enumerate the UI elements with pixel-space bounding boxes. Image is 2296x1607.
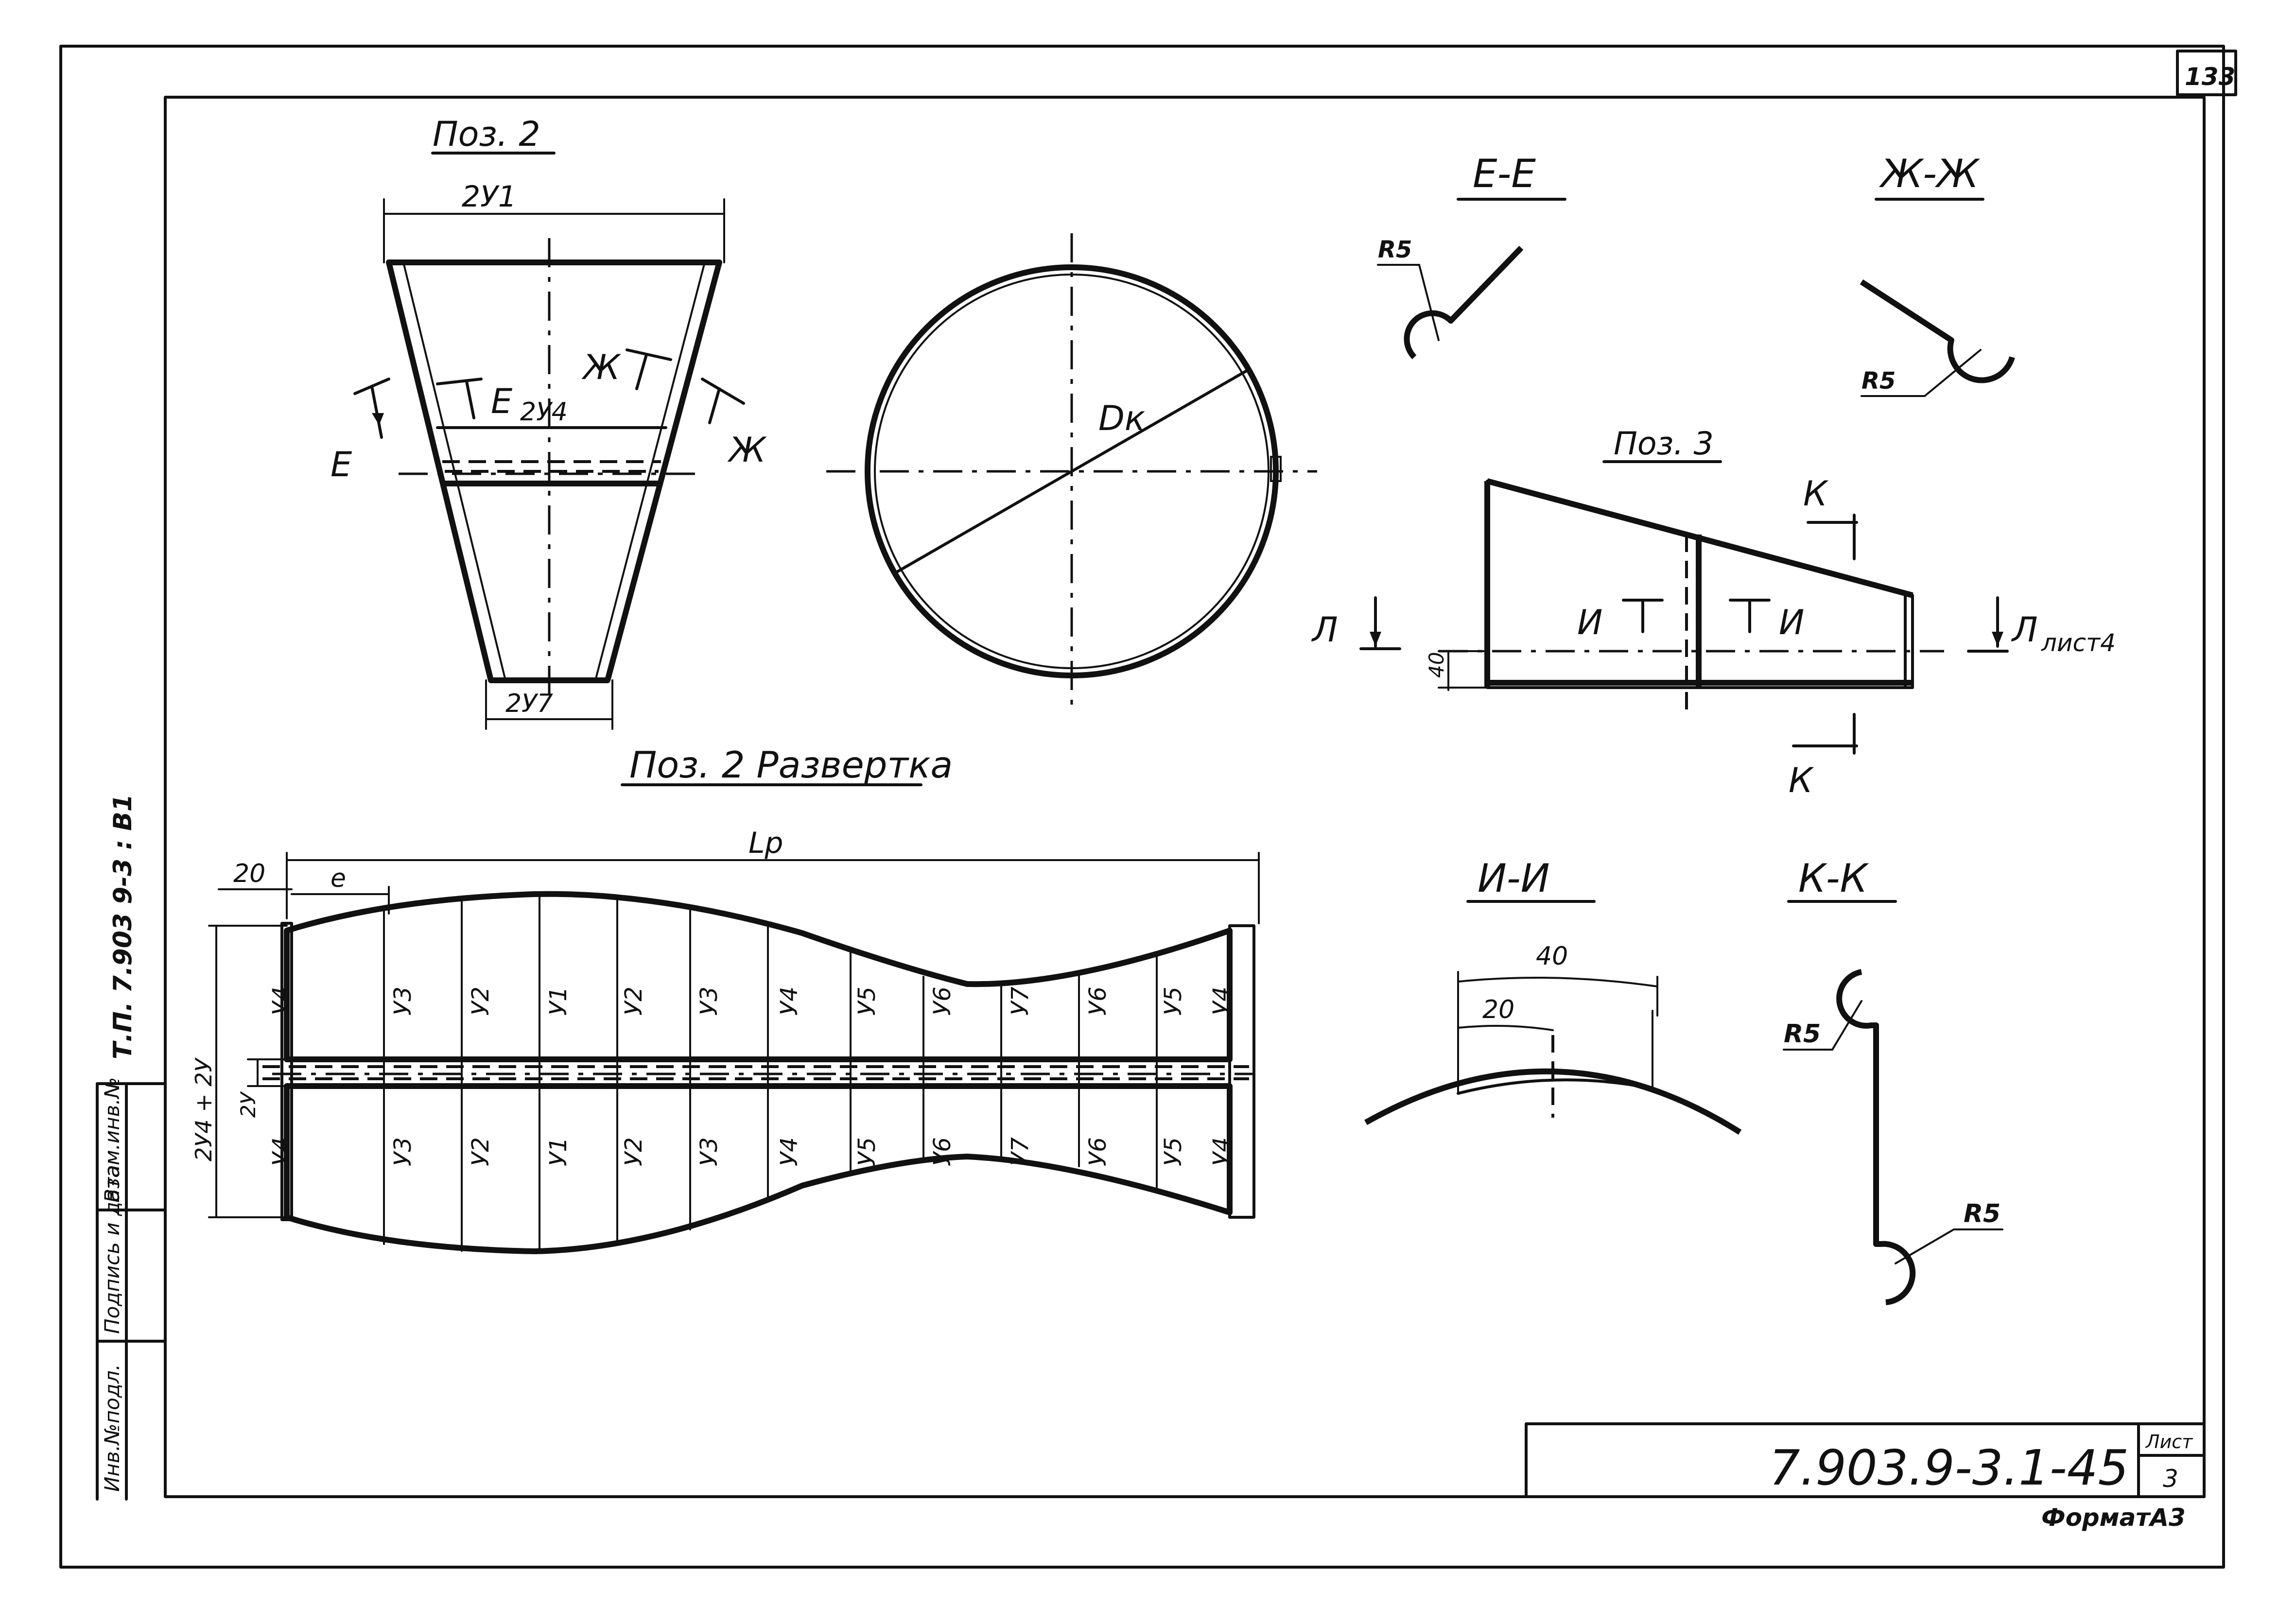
- title-block: 7.903.9-3.1-45 Лист 3 ФорматА3: [1525, 1422, 2206, 1532]
- development-station-label: У2: [620, 986, 647, 1016]
- pos3-dim-40: 40: [1425, 652, 1448, 678]
- format-label: ФорматА3: [2041, 1503, 2186, 1532]
- section-kk-radius-top: R5: [1784, 1019, 1821, 1049]
- development-station-label: У2: [467, 1137, 494, 1166]
- development-station-label: У5: [1160, 1137, 1187, 1166]
- pos2-view: Поз. 2 2У1 2У4 Е Е Ж Ж: [330, 114, 767, 730]
- development-length: Lp: [748, 826, 783, 860]
- pos3-section-k-bottom: К: [1789, 760, 1814, 800]
- pos3-section-i-left: И: [1577, 603, 1602, 642]
- pos2-section-zh-right: Ж: [727, 430, 767, 470]
- page-number-box: [2176, 50, 2237, 96]
- pos3-view: Поз. 3 40 Л Л лист4 К К И И: [1311, 426, 2116, 800]
- section-kk-radius-bottom: R5: [1964, 1199, 2000, 1228]
- side-document-code: Т.П. 7.903 9-3 : В1: [108, 794, 138, 1059]
- development-station-label: У4: [776, 1137, 803, 1166]
- circle-view: Dк: [826, 233, 1317, 709]
- pos2-bottom-dim: 2У7: [505, 689, 553, 718]
- section-ii-arc-20: 20: [1482, 995, 1514, 1024]
- sheet-number: 3: [2163, 1465, 2178, 1493]
- circle-diameter: Dк: [1098, 398, 1145, 438]
- pos3-section-l-right: Л: [2011, 610, 2038, 650]
- development-station-label: У4: [1208, 1137, 1235, 1166]
- development-view: Поз. 2 Развертка Lp 20 e 2У4 + 2У 2У: [191, 743, 1260, 1254]
- development-stations: [383, 893, 1158, 1253]
- development-station-label: У3: [389, 986, 417, 1016]
- pos2-section-zh-left: Ж: [581, 347, 621, 387]
- section-ee-title: Е-Е: [1473, 151, 1536, 196]
- pos2-title: Поз. 2: [433, 114, 540, 154]
- development-station-label: У1: [545, 986, 572, 1016]
- page-number: 133: [2185, 63, 2235, 91]
- section-zhzh-radius: R5: [1861, 367, 1896, 395]
- development-station-label: У6: [1084, 986, 1112, 1016]
- section-ii-title: И-И: [1478, 856, 1550, 901]
- development-station-label: У4: [776, 986, 803, 1016]
- sheet-label: Лист: [2145, 1431, 2193, 1452]
- development-station-label: У4: [268, 986, 295, 1016]
- development-station-label: У6: [1084, 1137, 1112, 1166]
- development-station-label: У4: [1208, 986, 1235, 1016]
- development-top-labels: У4 У3 У2 У1 У2 У3 У4 У5 У6 У7 У6 У5 У4: [268, 986, 1235, 1016]
- development-station-label: У6: [929, 986, 956, 1016]
- section-ee-radius: R5: [1378, 236, 1412, 263]
- pos2-mid-dim: 2У4: [520, 397, 568, 427]
- pos3-section-l-left: Л: [1311, 610, 1338, 650]
- development-title: Поз. 2 Развертка: [629, 743, 953, 786]
- pos2-outline: [386, 259, 722, 683]
- development-station-label: У7: [1007, 1137, 1034, 1166]
- development-station-label: У5: [853, 1137, 881, 1166]
- pos3-section-k-top: К: [1803, 474, 1829, 514]
- development-station-label: У4: [268, 1137, 295, 1166]
- development-station-label: У3: [389, 1137, 417, 1166]
- pos2-section-e-left: Е: [330, 445, 352, 484]
- development-station-label: У2: [620, 1137, 647, 1166]
- development-station-label: У6: [929, 1137, 956, 1166]
- stamp-signature-date: Подпись и дата: [100, 1165, 124, 1334]
- development-station-label: У3: [696, 986, 723, 1016]
- pos3-sheet-ref: лист4: [2041, 629, 2116, 657]
- development-station-label: У5: [853, 986, 881, 1016]
- development-station-label: У3: [696, 1137, 723, 1166]
- section-ii-arc-40: 40: [1536, 942, 1568, 971]
- development-dim-half: 2У: [236, 1091, 260, 1118]
- section-kk-title: К-К: [1798, 856, 1869, 901]
- section-ii: И-И 40 20: [1364, 856, 1742, 1135]
- document-code: 7.903.9-3.1-45: [1769, 1439, 2129, 1496]
- stamp-vzam-inv: Взам.инв.№: [100, 1077, 124, 1203]
- development-station-label: У5: [1160, 986, 1187, 1016]
- side-stamp: Инв.№подл. Подпись и дата Взам.инв.№ Т.П…: [96, 794, 167, 1501]
- development-station-label: У1: [545, 1137, 572, 1166]
- development-bottom-labels: У4 У3 У2 У1 У2 У3 У4 У5 У6 У7 У6 У5 У4: [268, 1137, 1235, 1166]
- pos3-section-i-right: И: [1779, 603, 1804, 642]
- inner-frame: [164, 96, 2206, 1498]
- development-station-label: У7: [1007, 986, 1034, 1016]
- stamp-inv-podl: Инв.№подл.: [100, 1364, 124, 1492]
- development-dim-e: e: [330, 864, 346, 893]
- development-dim-height: 2У4 + 2У: [191, 1057, 217, 1161]
- pos2-top-dim: 2У1: [462, 180, 517, 214]
- section-ee: Е-Е R5: [1377, 151, 1566, 360]
- section-zhzh-title: Ж-Ж: [1879, 151, 1980, 196]
- section-kk: К-К R5 R5: [1783, 856, 2003, 1305]
- pos2-section-e-right: Е: [491, 381, 513, 421]
- development-dim-20: 20: [233, 859, 265, 888]
- pos3-title: Поз. 3: [1614, 426, 1714, 462]
- development-station-label: У2: [467, 986, 494, 1016]
- section-zhzh: Ж-Ж R5: [1860, 151, 2015, 397]
- outer-frame: [59, 45, 2225, 1569]
